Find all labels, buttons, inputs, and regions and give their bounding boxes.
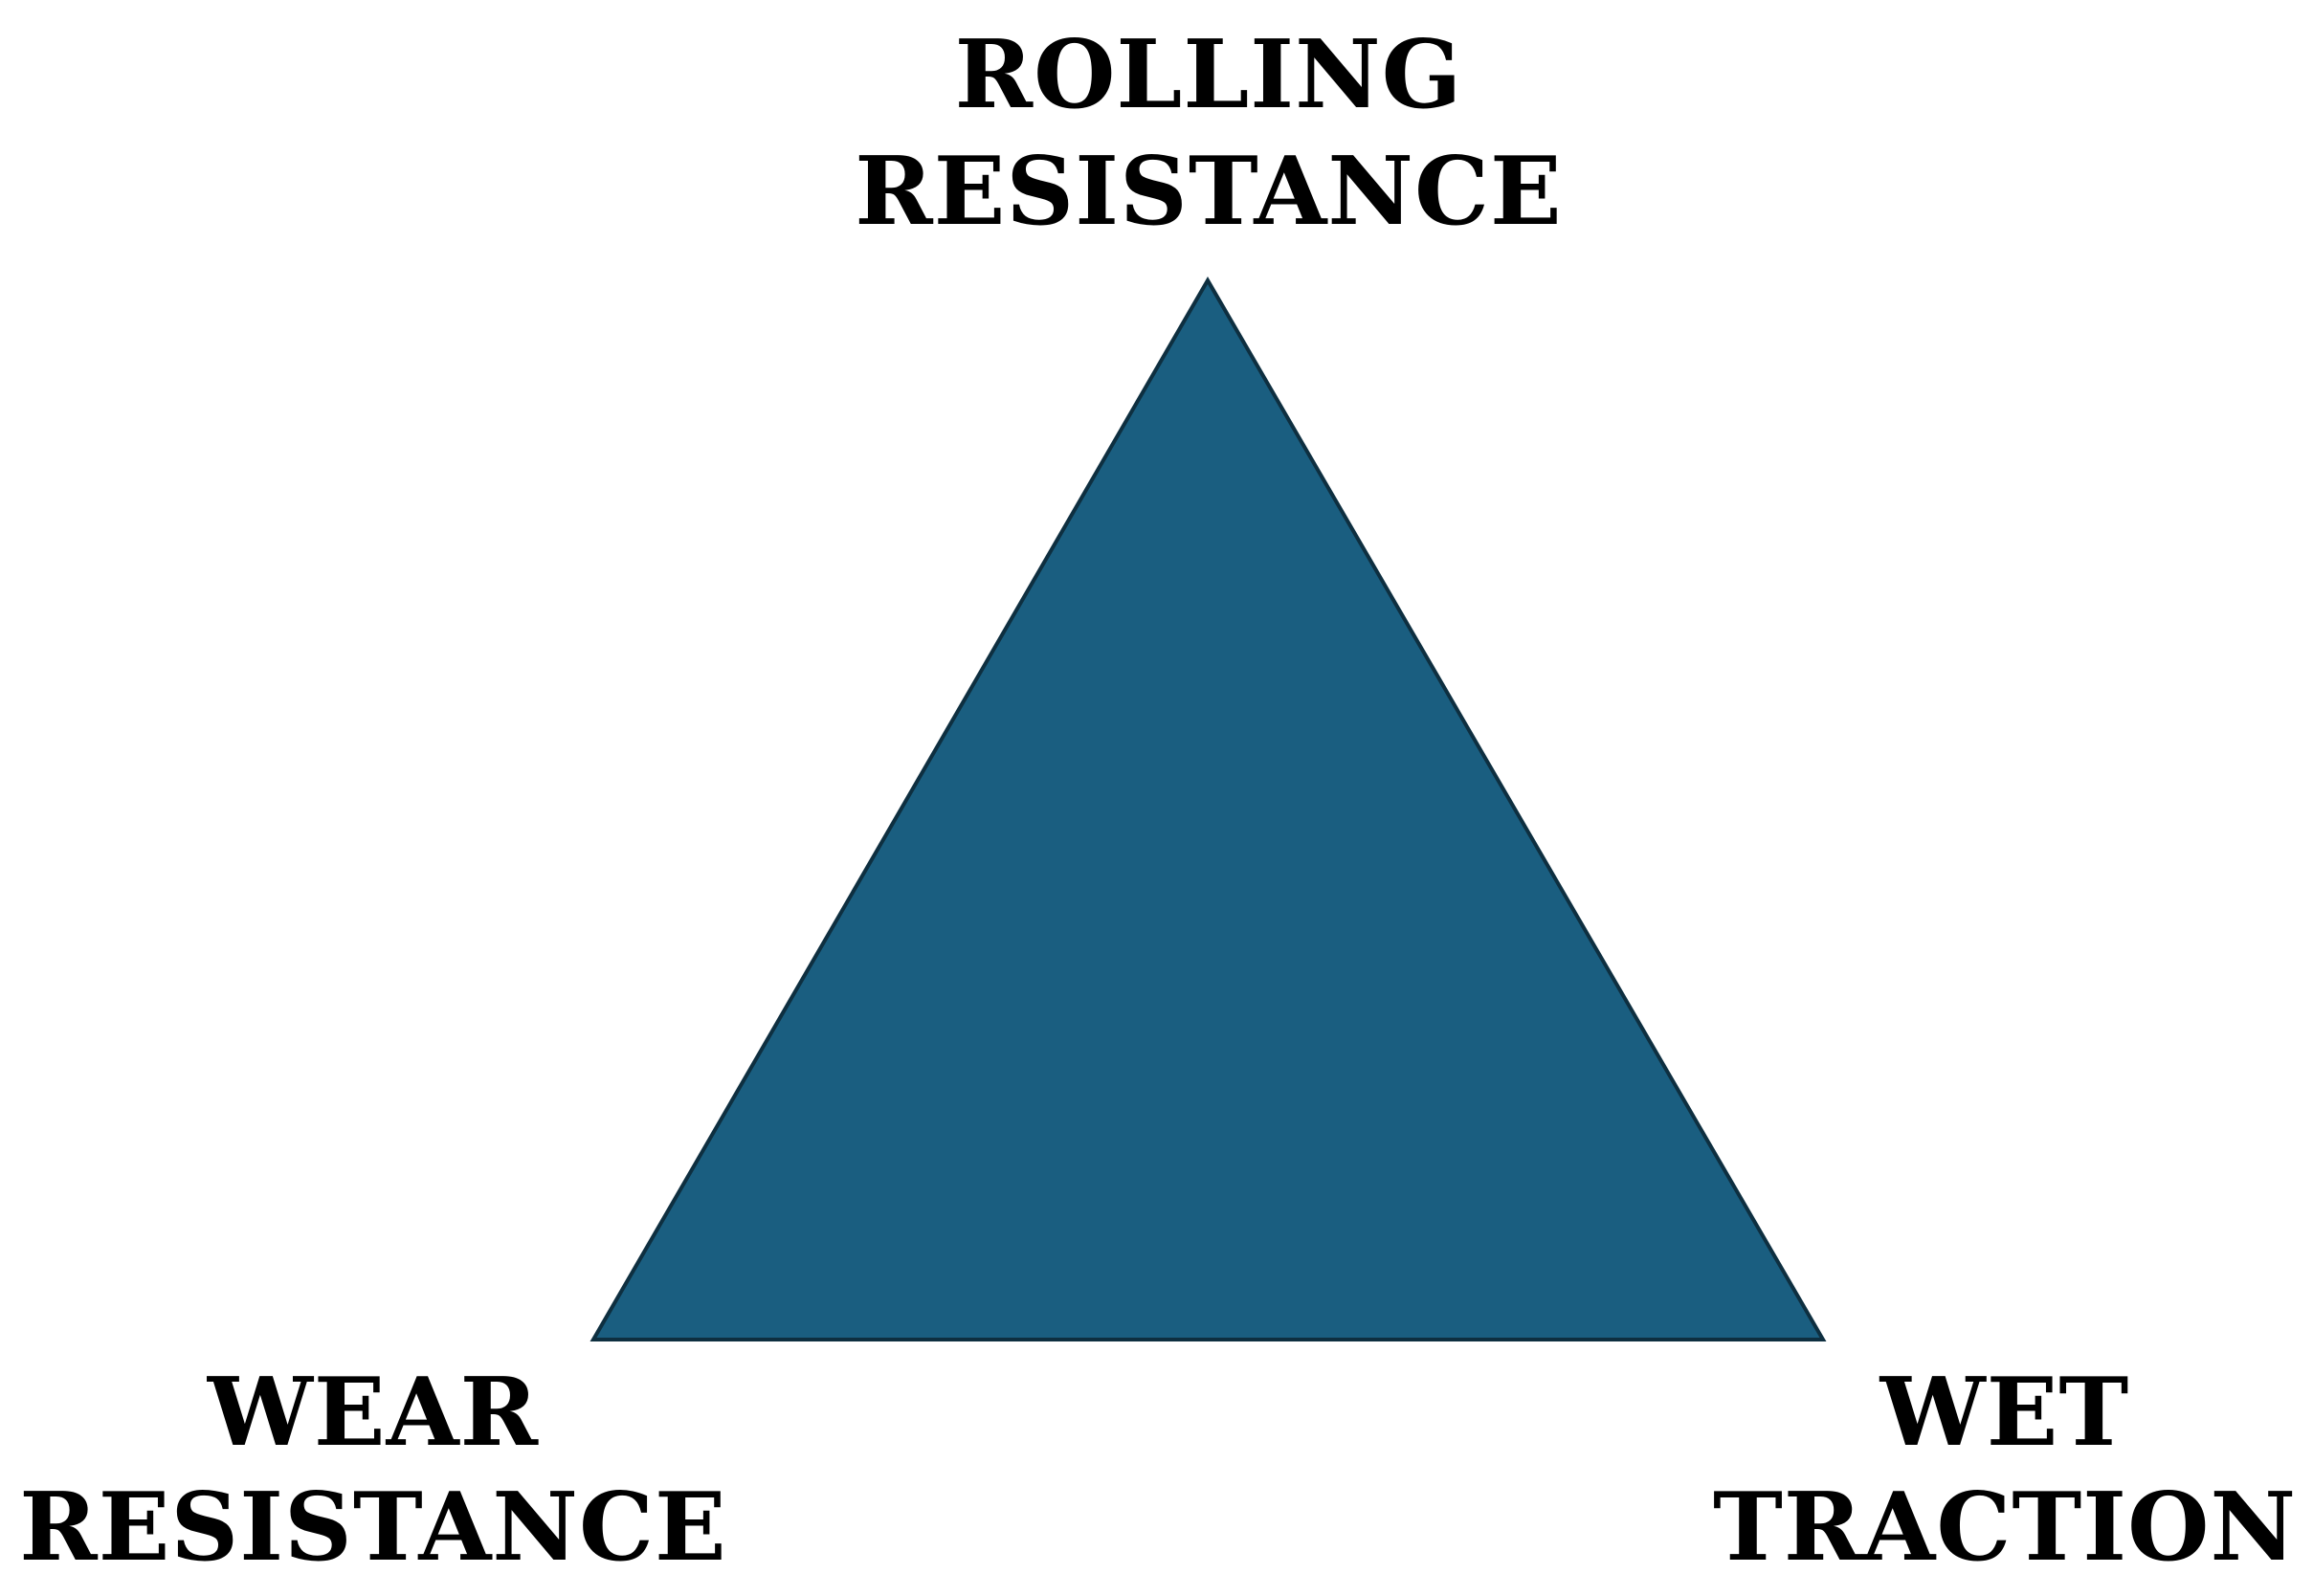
vertex-label-bottom-right-line1: WET — [1879, 1358, 2130, 1468]
vertex-label-bottom-left: WEAR RESISTANCE — [10, 1366, 737, 1596]
vertex-label-top-line1: ROLLING — [954, 20, 1463, 130]
triangle-shape — [589, 277, 1827, 1341]
vertex-label-bottom-left-line1: WEAR — [207, 1358, 540, 1468]
vertex-label-bottom-right-line2: TRACTION — [1712, 1473, 2298, 1583]
vertex-label-top-line2: RESISTANCE — [855, 137, 1563, 247]
vertex-label-top: ROLLING RESISTANCE — [821, 29, 1596, 262]
vertex-label-bottom-right: WET TRACTION — [1703, 1366, 2306, 1596]
vertex-label-bottom-left-line2: RESISTANCE — [19, 1473, 727, 1583]
